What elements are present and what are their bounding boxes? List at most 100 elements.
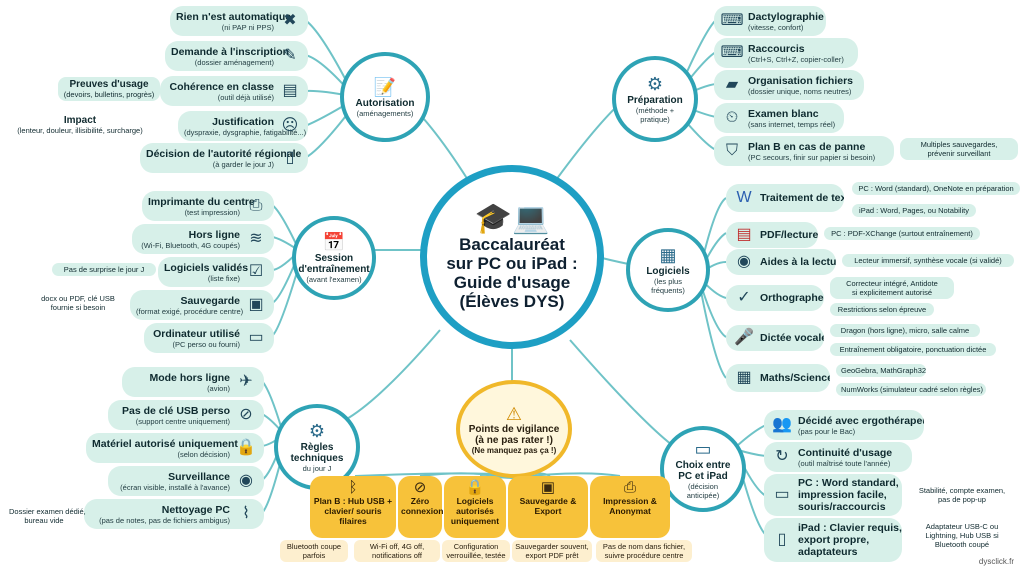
note-title: Preuves d'usage	[69, 79, 149, 90]
note-title: Impact	[63, 115, 97, 126]
leaf-continuite-usage[interactable]: ↻ Continuité d'usage (outil maîtrisé tou…	[764, 442, 912, 472]
note-dragon: Dragon (hors ligne), micro, salle calme	[830, 324, 980, 337]
note-docx-pdf: docx ou PDF, clé USB fournie si besoin	[30, 292, 126, 314]
leaf-logiciels-valides[interactable]: Logiciels validés (liste fixe) ☑	[158, 257, 274, 287]
leaf-sub: (support centre uniquement)	[135, 416, 230, 426]
hub-title: Règles	[300, 442, 334, 453]
note-numworks: NumWorks (simulateur cadré selon règles)	[836, 383, 986, 396]
leaf-pc-word[interactable]: ▭ PC : Word standard, impression facile,…	[764, 474, 902, 516]
leaf-organisation-fichiers[interactable]: ▰ Organisation fichiers (dossier unique,…	[714, 70, 864, 100]
leaf-aides-lecture[interactable]: ◉ Aides à la lecture	[726, 249, 836, 275]
hub-subtitle-2: pratique)	[640, 115, 670, 124]
keyboard-icon: ⌨	[720, 12, 744, 29]
pc-icon: ▭	[774, 486, 790, 503]
note-text: Configuration verrouillée, testée	[446, 542, 506, 560]
leaf-nettoyage-pc[interactable]: Nettoyage PC (pas de notes, pas de fichi…	[84, 499, 264, 529]
card-impression-anonymat[interactable]: ⎙ Impression & Anonymat	[590, 476, 670, 538]
leaf-maths-sciences[interactable]: ▦ Maths/Sciences	[726, 364, 830, 392]
leaf-ipad-clavier[interactable]: ▯ iPad : Clavier requis, export propre, …	[764, 518, 902, 562]
document-icon: ▯	[285, 149, 295, 166]
note-text: Restrictions selon épreuve	[837, 305, 927, 314]
note-text-2: si explicitement autorisé	[851, 288, 933, 297]
hub-preparation[interactable]: ⚙ Préparation (méthode + pratique)	[612, 56, 698, 142]
note-text: Bluetooth coupe parfois	[286, 542, 342, 560]
leaf-raccourcis[interactable]: ⌨ Raccourcis (Ctrl+S, Ctrl+Z, copier-col…	[714, 38, 858, 68]
clock-document-icon: ⏲	[725, 109, 739, 126]
leaf-sub: (selon décision)	[177, 449, 230, 459]
leaf-pdf-lecture[interactable]: ▤ PDF/lecture	[726, 222, 818, 248]
leaf-title: Maths/Sciences	[760, 372, 830, 384]
hub-subtitle: du jour J	[302, 464, 332, 473]
hub-autorisation[interactable]: 📝 Autorisation (aménagements)	[340, 52, 430, 142]
hub-subtitle: (les plus	[654, 277, 682, 286]
note-text: Entraînement obligatoire, ponctuation di…	[839, 345, 987, 354]
leaf-mode-hors-ligne[interactable]: Mode hors ligne (avion) ✈	[122, 367, 264, 397]
leaf-sauvegarde[interactable]: Sauvegarde (format exigé, procédure cent…	[130, 290, 274, 320]
leaf-decision-autorite[interactable]: Décision de l'autorité régionale (à gard…	[140, 143, 308, 173]
leaf-ergotherapeute[interactable]: 👥 Décidé avec ergothérapeute (pas pour l…	[764, 410, 924, 440]
leaf-justification[interactable]: Justification (dyspraxie, dysgraphie, fa…	[178, 111, 308, 141]
leaf-sub: (PC secours, finir sur papier si besoin)	[748, 152, 876, 162]
note-text: Sauvegarder souvent, export PDF prêt	[515, 542, 589, 560]
airplane-icon: ✈	[239, 373, 253, 390]
apps-grid-icon: ▦	[659, 245, 677, 265]
hub-session[interactable]: 📅 Session d'entraînement (avant l'examen…	[292, 216, 376, 300]
leaf-title: iPad : Clavier requis,	[798, 522, 902, 534]
leaf-rien-automatique[interactable]: Rien n'est automatique (ni PAP ni PPS) ✖	[170, 6, 308, 36]
leaf-title: PDF/lecture	[760, 229, 818, 241]
leaf-traitement-texte[interactable]: W Traitement de texte	[726, 184, 844, 212]
leaf-sub: (à garder le jour J)	[212, 159, 274, 169]
leaf-title: PC : Word standard,	[798, 477, 899, 489]
laptop-icon: ▭	[248, 329, 264, 346]
wifi-off-icon: ≋	[249, 230, 263, 247]
hub-title: Préparation	[627, 95, 683, 106]
leaf-title: Continuité d'usage	[798, 446, 893, 459]
card-logiciels-autorises[interactable]: 🔒 Logiciels autorisés uniquement	[444, 476, 506, 538]
note-text: Adaptateur USB-C ou	[925, 522, 999, 531]
leaf-orthographe[interactable]: ✓ Orthographe	[726, 285, 824, 311]
hub-logiciels[interactable]: ▦ Logiciels (les plus fréquents)	[626, 228, 710, 312]
note-text: PC : Word (standard), OneNote en prépara…	[858, 184, 1014, 193]
note-text: iPad : Word, Pages, ou Notability	[859, 206, 969, 215]
leaf-title: Ordinateur utilisé	[153, 327, 240, 340]
brush-icon: ⌇	[242, 505, 250, 522]
leaf-title: Pas de clé USB perso	[122, 404, 230, 417]
hub-title: Autorisation	[355, 97, 415, 109]
leaf-imprimante[interactable]: Imprimante du centre (test impression) ⎙	[142, 191, 274, 221]
hub-title-2: d'entraînement	[298, 264, 370, 275]
shield-b-icon: ⛉	[725, 142, 738, 159]
leaf-examen-blanc[interactable]: ⏲ Examen blanc (sans internet, temps rée…	[714, 103, 844, 133]
leaf-materiel-autorise[interactable]: Matériel autorisé uniquement (selon déci…	[86, 433, 264, 463]
leaf-title: Plan B en cas de panne	[748, 140, 866, 153]
leaf-coherence-classe[interactable]: Cohérence en classe (outil déjà utilisé)…	[160, 76, 308, 106]
card-zero-connexion[interactable]: ⊘ Zéro connexion	[398, 476, 444, 538]
pdf-icon: ▤	[736, 226, 752, 243]
note-dossier-examen: Dossier examen dédié, bureau vide	[4, 505, 86, 527]
leaf-ordinateur-utilise[interactable]: Ordinateur utilisé (PC perso ou fourni) …	[144, 323, 274, 353]
note-lecteur-immersif: Lecteur immersif, synthèse vocale (si va…	[842, 254, 1014, 267]
card-label: Plan B : Hub USB + clavier/ souris filai…	[313, 496, 393, 526]
leaf-pas-cle-usb[interactable]: Pas de clé USB perso (support centre uni…	[108, 400, 264, 430]
leaf-sub: (dossier aménagement)	[194, 57, 274, 67]
leaf-hors-ligne[interactable]: Hors ligne (Wi-Fi, Bluetooth, 4G coupés)…	[132, 224, 274, 254]
gear-clock-icon: ⚙	[308, 421, 326, 441]
leaf-plan-b[interactable]: ⛉ Plan B en cas de panne (PC secours, fi…	[714, 136, 894, 166]
hub-vigilance[interactable]: ⚠ Points de vigilance (à ne pas rater !)…	[456, 380, 572, 478]
leaf-dactylographie[interactable]: ⌨ Dactylographie (vitesse, confort)	[714, 6, 826, 36]
note-text-3: Bluetooth coupé	[934, 540, 990, 549]
leaf-title: Traitement de texte	[760, 192, 844, 204]
leaf-dictee-vocale[interactable]: 🎤 Dictée vocale	[726, 325, 824, 351]
card-plan-b-hub[interactable]: ᛒ Plan B : Hub USB + clavier/ souris fil…	[310, 476, 396, 538]
leaf-surveillance[interactable]: Surveillance (écran visible, installé à …	[108, 466, 264, 496]
card-sauvegarde-export[interactable]: ▣ Sauvegarde & Export	[508, 476, 588, 538]
note-text: (lenteur, douleur, illisibilité, surchar…	[17, 126, 143, 135]
note-text: GeoGebra, MathGraph32	[841, 366, 927, 375]
hub-choix[interactable]: ▭ Choix entre PC et iPad (décision antic…	[660, 426, 746, 512]
microphone-icon: 🎤	[734, 329, 754, 346]
leaf-demande-inscription[interactable]: Demande à l'inscription (dossier aménage…	[165, 41, 308, 71]
lock-icon: 🔒	[465, 479, 485, 496]
hub-title: Logiciels	[646, 266, 690, 277]
hub-title: Session	[314, 253, 354, 264]
note-text: PC : PDF-XChange (surtout entraînement)	[831, 229, 973, 238]
leaf-sub: (outil maîtrisé toute l'année)	[798, 458, 891, 468]
